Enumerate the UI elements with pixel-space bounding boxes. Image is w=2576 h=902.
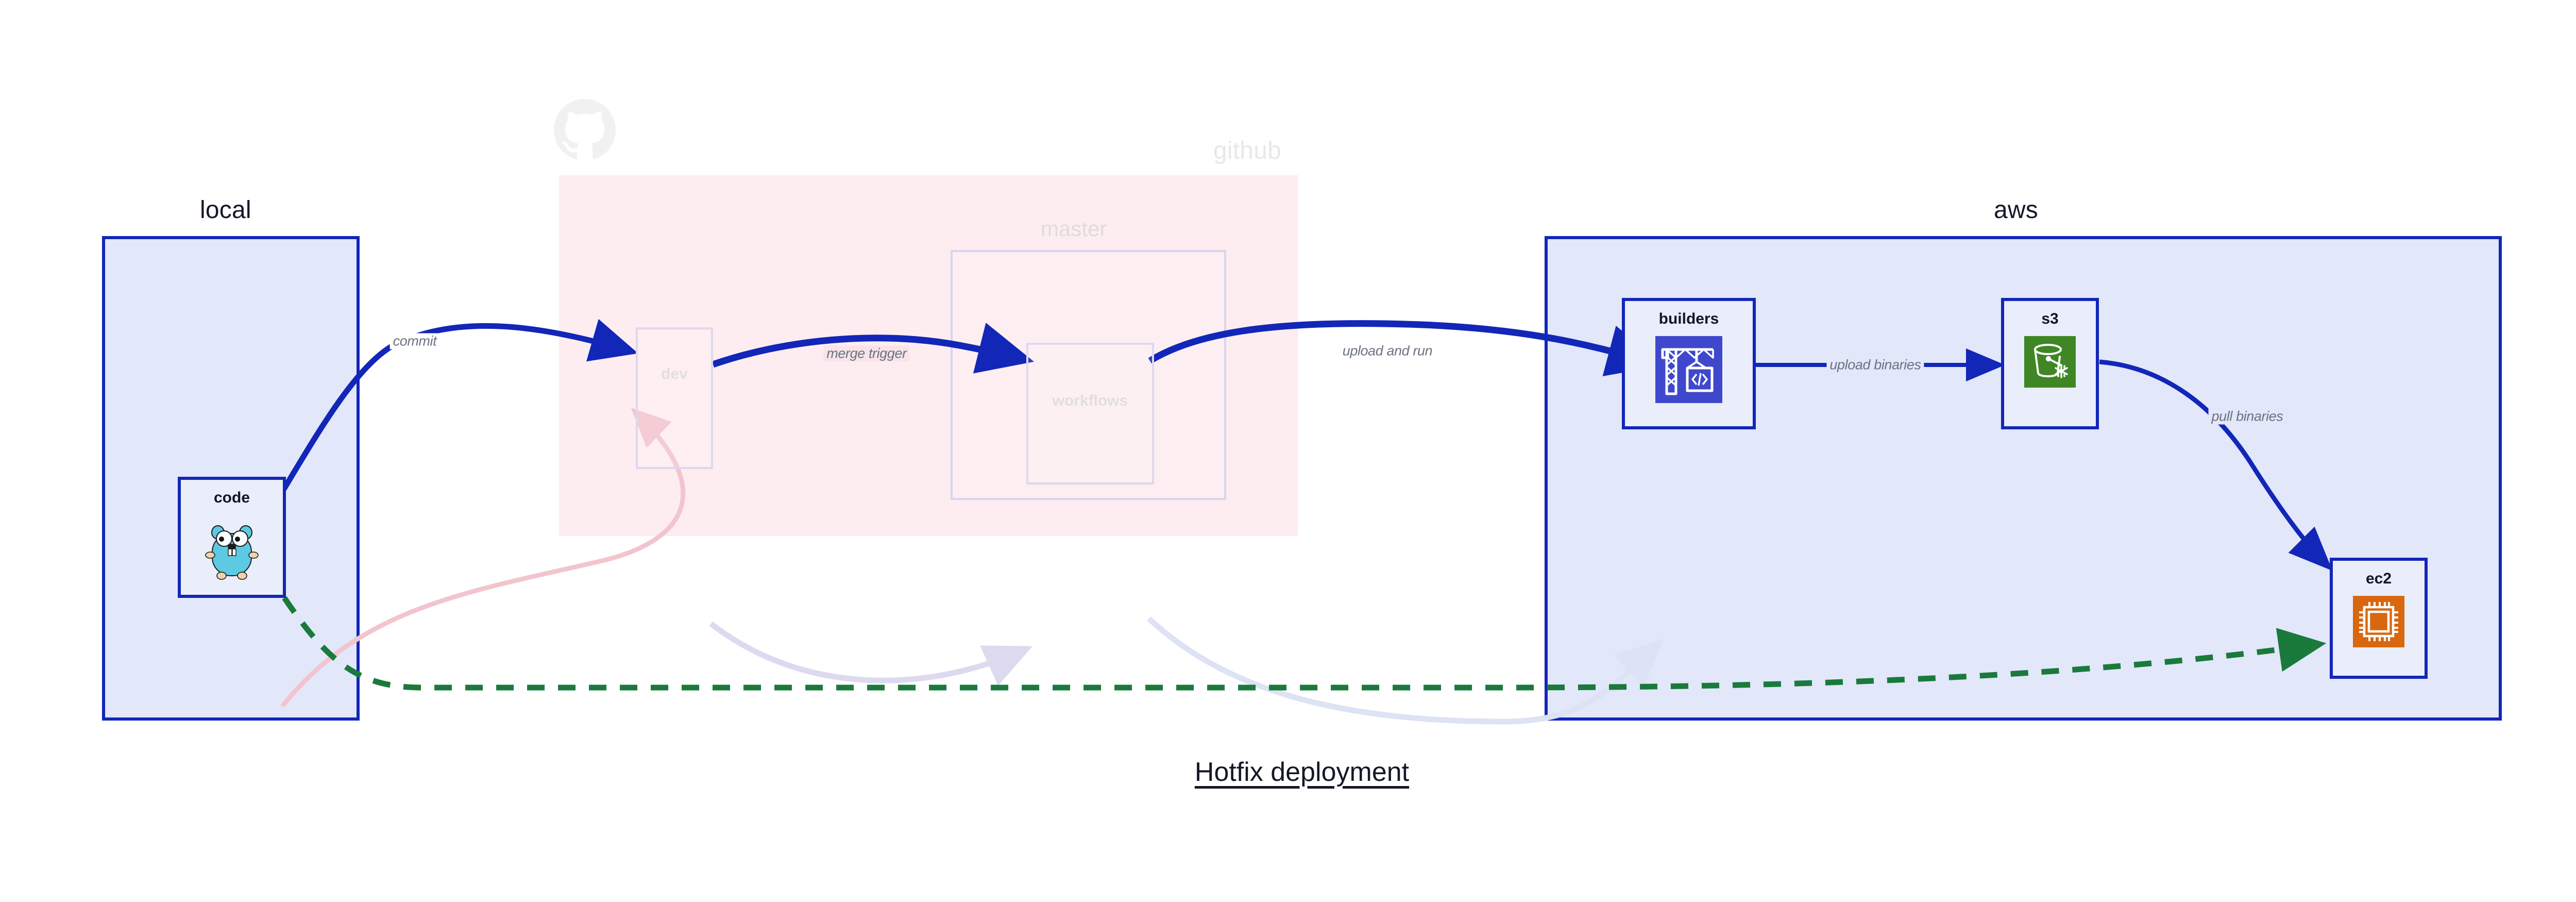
aws-s3-bucket-icon [2024, 336, 2076, 390]
node-workflows-label: workflows [1052, 392, 1128, 409]
node-s3[interactable]: s3 [2001, 298, 2099, 429]
node-ec2[interactable]: ec2 [2330, 558, 2428, 679]
page-title: Hotfix deployment [1194, 757, 1410, 787]
node-s3-label: s3 [2041, 310, 2059, 327]
edge-dev-workflows-faded [709, 621, 1033, 686]
node-builders-label: builders [1658, 310, 1719, 327]
node-builders[interactable]: builders [1622, 298, 1756, 429]
node-code-label: code [213, 489, 250, 506]
edge-label-commit: commit [389, 333, 440, 349]
subgroup-title-master: master [1041, 216, 1107, 241]
github-octocat-icon [554, 99, 616, 161]
edge-label-upload-binaries: upload binaries [1826, 357, 1924, 373]
aws-ec2-chip-icon [2353, 596, 2404, 650]
node-ec2-label: ec2 [2365, 570, 2392, 587]
subgroup-master [951, 250, 1226, 500]
group-title-local: local [200, 196, 251, 224]
go-gopher-icon [201, 515, 263, 584]
edge-label-merge-trigger: merge trigger [823, 345, 910, 362]
node-dev-label: dev [661, 365, 688, 382]
group-title-github: github [1213, 137, 1281, 164]
node-workflows[interactable]: workflows [1026, 343, 1154, 485]
edge-label-pull-binaries: pull binaries [2208, 408, 2286, 425]
node-code[interactable]: code [178, 477, 286, 598]
group-title-aws: aws [1994, 196, 2038, 224]
aws-codebuild-icon [1655, 336, 1722, 406]
node-dev[interactable]: dev [636, 327, 713, 469]
edge-label-upload-and-run: upload and run [1339, 343, 1436, 359]
